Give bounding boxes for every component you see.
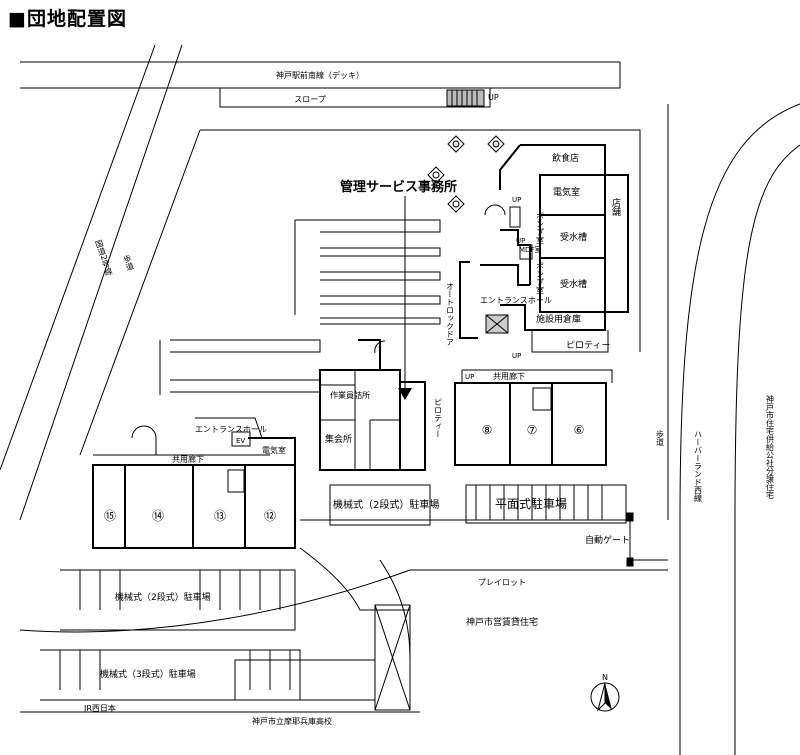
three-tier-parking bbox=[40, 649, 376, 701]
electric-room-west-label: 電気室 bbox=[262, 445, 286, 455]
slope-up-label: UP bbox=[488, 93, 499, 102]
west-residential-block bbox=[92, 437, 296, 549]
auto-gate-label: 自動ゲート bbox=[585, 534, 630, 546]
national-route-road bbox=[0, 44, 201, 521]
office-label: 管理サービス事務所 bbox=[340, 179, 457, 195]
up-corridor-1-label: UP bbox=[465, 373, 474, 381]
restaurant-label: 飲食店 bbox=[552, 152, 579, 164]
meeting-hall-label: 集会所 bbox=[325, 433, 352, 445]
electric-room-main-label: 電気室 bbox=[553, 186, 580, 198]
piloti-center-label: ピロティー bbox=[434, 398, 443, 438]
play-lot-label: プレイロット bbox=[478, 578, 526, 587]
plan-labels: 神戸駅前南線（デッキ） スロープ UP 管理サービス事務所 飲食店 電気室 店舗… bbox=[83, 70, 775, 726]
harborland-line-label: ハーバーランド西線 bbox=[694, 430, 703, 502]
play-lot-curve bbox=[19, 547, 668, 661]
gate-structure bbox=[300, 512, 668, 567]
north-compass-icon bbox=[590, 682, 620, 712]
building-number: ⑥ bbox=[574, 423, 585, 437]
ne-block-details bbox=[484, 204, 609, 353]
building-number: ⑬ bbox=[214, 509, 226, 523]
facility-storage-label: 施設用倉庫 bbox=[536, 313, 581, 325]
up-upper-label: UP bbox=[512, 196, 521, 204]
autolock-door-label: オートロックドア bbox=[446, 282, 455, 346]
shop-label: 店舗 bbox=[610, 197, 621, 217]
center-mech-parking bbox=[329, 484, 431, 526]
jr-label: JR西日本 bbox=[83, 703, 116, 713]
slope-ramp-south bbox=[374, 604, 411, 711]
up-mdf-label: UP bbox=[516, 237, 525, 245]
slope-label: スロープ bbox=[294, 95, 326, 104]
flat-parking-label: 平面式駐車場 bbox=[495, 496, 567, 511]
building-numbers: ⑮ ⑭ ⑬ ⑫ ⑧ ⑦ ⑥ bbox=[104, 423, 584, 523]
deck-structure bbox=[20, 61, 621, 108]
piloti-east-label: ピロティー bbox=[566, 340, 610, 351]
building-number: ⑮ bbox=[104, 509, 116, 523]
meeting-hall-block bbox=[319, 339, 426, 471]
mech-parking-2tier-center-label: 機械式（2段式）駐車場 bbox=[333, 498, 439, 511]
pump-room-lower-label: ポンプ室 bbox=[536, 262, 545, 294]
public-corp-housing-label: 神戸市住宅供給公社分譲住宅 bbox=[766, 394, 775, 499]
east-residential-block bbox=[454, 382, 607, 466]
slope-stair-lines bbox=[451, 90, 478, 106]
building-number: ⑦ bbox=[527, 423, 538, 437]
water-tank-1-label: 受水槽 bbox=[560, 231, 587, 243]
building-number: ⑭ bbox=[152, 509, 164, 523]
kobe-city-housing-label: 神戸市営賃貸住宅 bbox=[466, 616, 538, 628]
flat-parking-lot bbox=[465, 484, 627, 524]
corridor-west-label: 共用廊下 bbox=[172, 454, 204, 464]
sidewalk-east-label: 歩道 bbox=[656, 429, 665, 447]
north-east-block bbox=[459, 144, 629, 339]
entrance-hall-north-label: エントランスホール bbox=[480, 296, 552, 305]
west-block-details bbox=[93, 417, 270, 493]
sidewalk-west-label: 歩道 bbox=[121, 253, 135, 273]
north-label: N bbox=[602, 673, 608, 682]
national-route-label: 国道2号線 bbox=[94, 239, 114, 277]
school-label: 神戸市立摩耶兵庫高校 bbox=[252, 716, 332, 726]
east-corridor bbox=[461, 369, 613, 411]
building-number: ⑫ bbox=[264, 509, 276, 523]
parking-slots-angled bbox=[170, 219, 441, 393]
corridor-east-label: 共用廊下 bbox=[493, 371, 525, 381]
office-arrow bbox=[398, 196, 412, 400]
ev-label: EV bbox=[236, 437, 245, 445]
entrance-hall-west-label: エントランスホール bbox=[195, 425, 267, 434]
page-title: ■団地配置図 bbox=[8, 8, 127, 30]
mdf-room-label: MDF室 bbox=[519, 245, 541, 254]
building-number: ⑧ bbox=[482, 423, 493, 437]
mech-parking-2tier-west-label: 機械式（2段式）駐車場 bbox=[115, 591, 211, 603]
mech-parking-3tier-label: 機械式（3段式）駐車場 bbox=[100, 668, 196, 680]
worker-office-label: 作業員詰所 bbox=[330, 390, 370, 400]
pump-room-upper-label: ポンプ室 bbox=[536, 212, 545, 244]
up-corridor-2-label: UP bbox=[512, 352, 521, 360]
water-tank-2-label: 受水槽 bbox=[560, 278, 587, 290]
site-boundary bbox=[200, 129, 641, 352]
tree-markers bbox=[427, 135, 505, 213]
meeting-hall-details bbox=[320, 340, 400, 470]
west-mech-parking bbox=[60, 569, 296, 631]
deck-label: 神戸駅前南線（デッキ） bbox=[276, 70, 364, 80]
